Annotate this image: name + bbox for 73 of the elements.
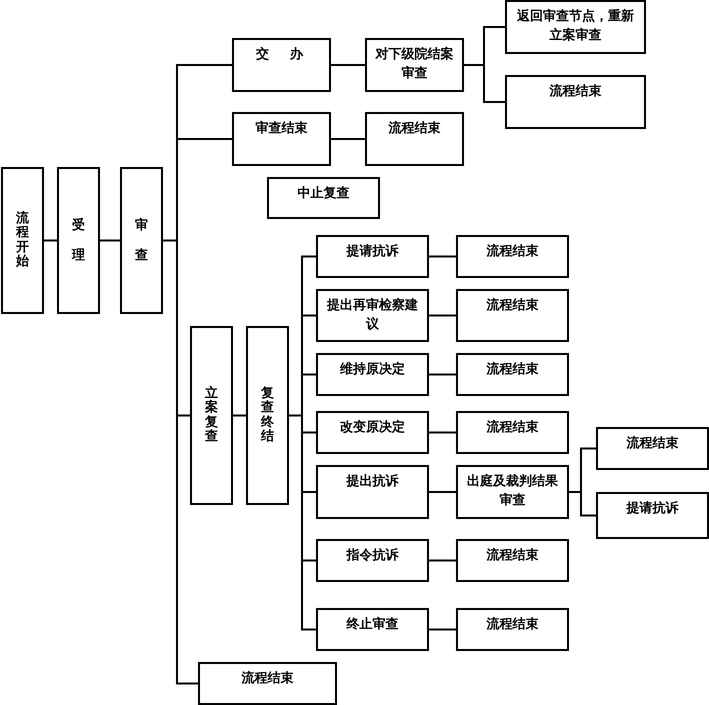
node-label: 流程结束: [486, 547, 540, 565]
connector-line: [44, 240, 57, 242]
process-box: [57, 167, 100, 314]
node-label: 受理: [72, 216, 85, 264]
connector-line: [331, 64, 365, 66]
node-label: 流程结束: [388, 120, 442, 138]
node-label: 流程结束: [486, 297, 540, 315]
connector-line: [331, 138, 365, 140]
process-box: [316, 235, 429, 278]
node-label: 改变原决定: [339, 419, 406, 437]
node-label: 流程结束: [548, 83, 602, 101]
node-label: 审查: [135, 216, 148, 264]
node-label: 指令抗诉: [345, 547, 400, 565]
process-box: [456, 465, 569, 519]
node-label: 提请抗诉: [625, 500, 680, 518]
connector-line: [429, 314, 456, 316]
node-label: 流程结束: [240, 670, 294, 688]
process-box: [232, 38, 331, 92]
node-label: 维持原决定: [339, 361, 406, 379]
node-label: 中止复查: [296, 185, 350, 203]
connector-line: [429, 560, 456, 562]
process-box: [267, 177, 380, 219]
connector-line: [429, 256, 456, 258]
node-label: 流程开始: [16, 212, 29, 270]
node-label: 返回审查节点，重新立案审查: [516, 8, 635, 45]
node-label: 对下级院结案审查: [374, 46, 454, 83]
node-label: 提出再审检察建议: [326, 297, 419, 334]
node-label: 审查结束: [254, 120, 308, 138]
process-box: [316, 353, 429, 396]
node-label: 流程结束: [486, 243, 540, 261]
process-box: [456, 235, 569, 278]
process-box: [365, 38, 464, 92]
connector-line: [233, 414, 246, 416]
process-box: [316, 465, 429, 519]
node-label: 流程结束: [486, 616, 540, 634]
node-label: 提请抗诉: [345, 243, 400, 261]
process-box: [505, 0, 646, 54]
process-box: [456, 411, 569, 454]
node-label: 终止审查: [345, 616, 400, 634]
process-box: [120, 167, 163, 314]
node-label: 流程结束: [486, 361, 540, 379]
node-label: 出庭及裁判结果审查: [466, 473, 559, 510]
connector-line: [289, 414, 316, 630]
process-box: [456, 353, 569, 396]
process-box: [316, 539, 429, 582]
connector-line: [100, 240, 120, 242]
node-label: 提出抗诉: [345, 473, 400, 491]
process-box: [198, 662, 337, 705]
connector-line: [429, 374, 456, 376]
process-box: [505, 75, 646, 129]
process-box: [365, 112, 464, 166]
connector-line: [429, 432, 456, 434]
process-box: [456, 539, 569, 582]
connector-line: [569, 491, 596, 516]
process-box: [316, 411, 429, 454]
node-label: 复查终结: [261, 386, 274, 444]
process-box: [316, 289, 429, 342]
process-box: [316, 608, 429, 651]
process-box: [456, 289, 569, 342]
process-box: [596, 492, 709, 539]
node-label: 流程结束: [626, 435, 680, 453]
connector-line: [429, 628, 456, 630]
node-label: 交办: [255, 46, 325, 64]
node-label: 立案复查: [205, 386, 218, 444]
process-box: [232, 112, 331, 166]
connector-line: [429, 491, 456, 493]
connector-line: [464, 64, 505, 103]
process-box: [190, 326, 233, 505]
node-label: 流程结束: [486, 419, 540, 437]
process-box: [456, 608, 569, 651]
process-box: [1, 167, 44, 314]
process-box: [596, 427, 709, 470]
process-box: [246, 326, 289, 505]
